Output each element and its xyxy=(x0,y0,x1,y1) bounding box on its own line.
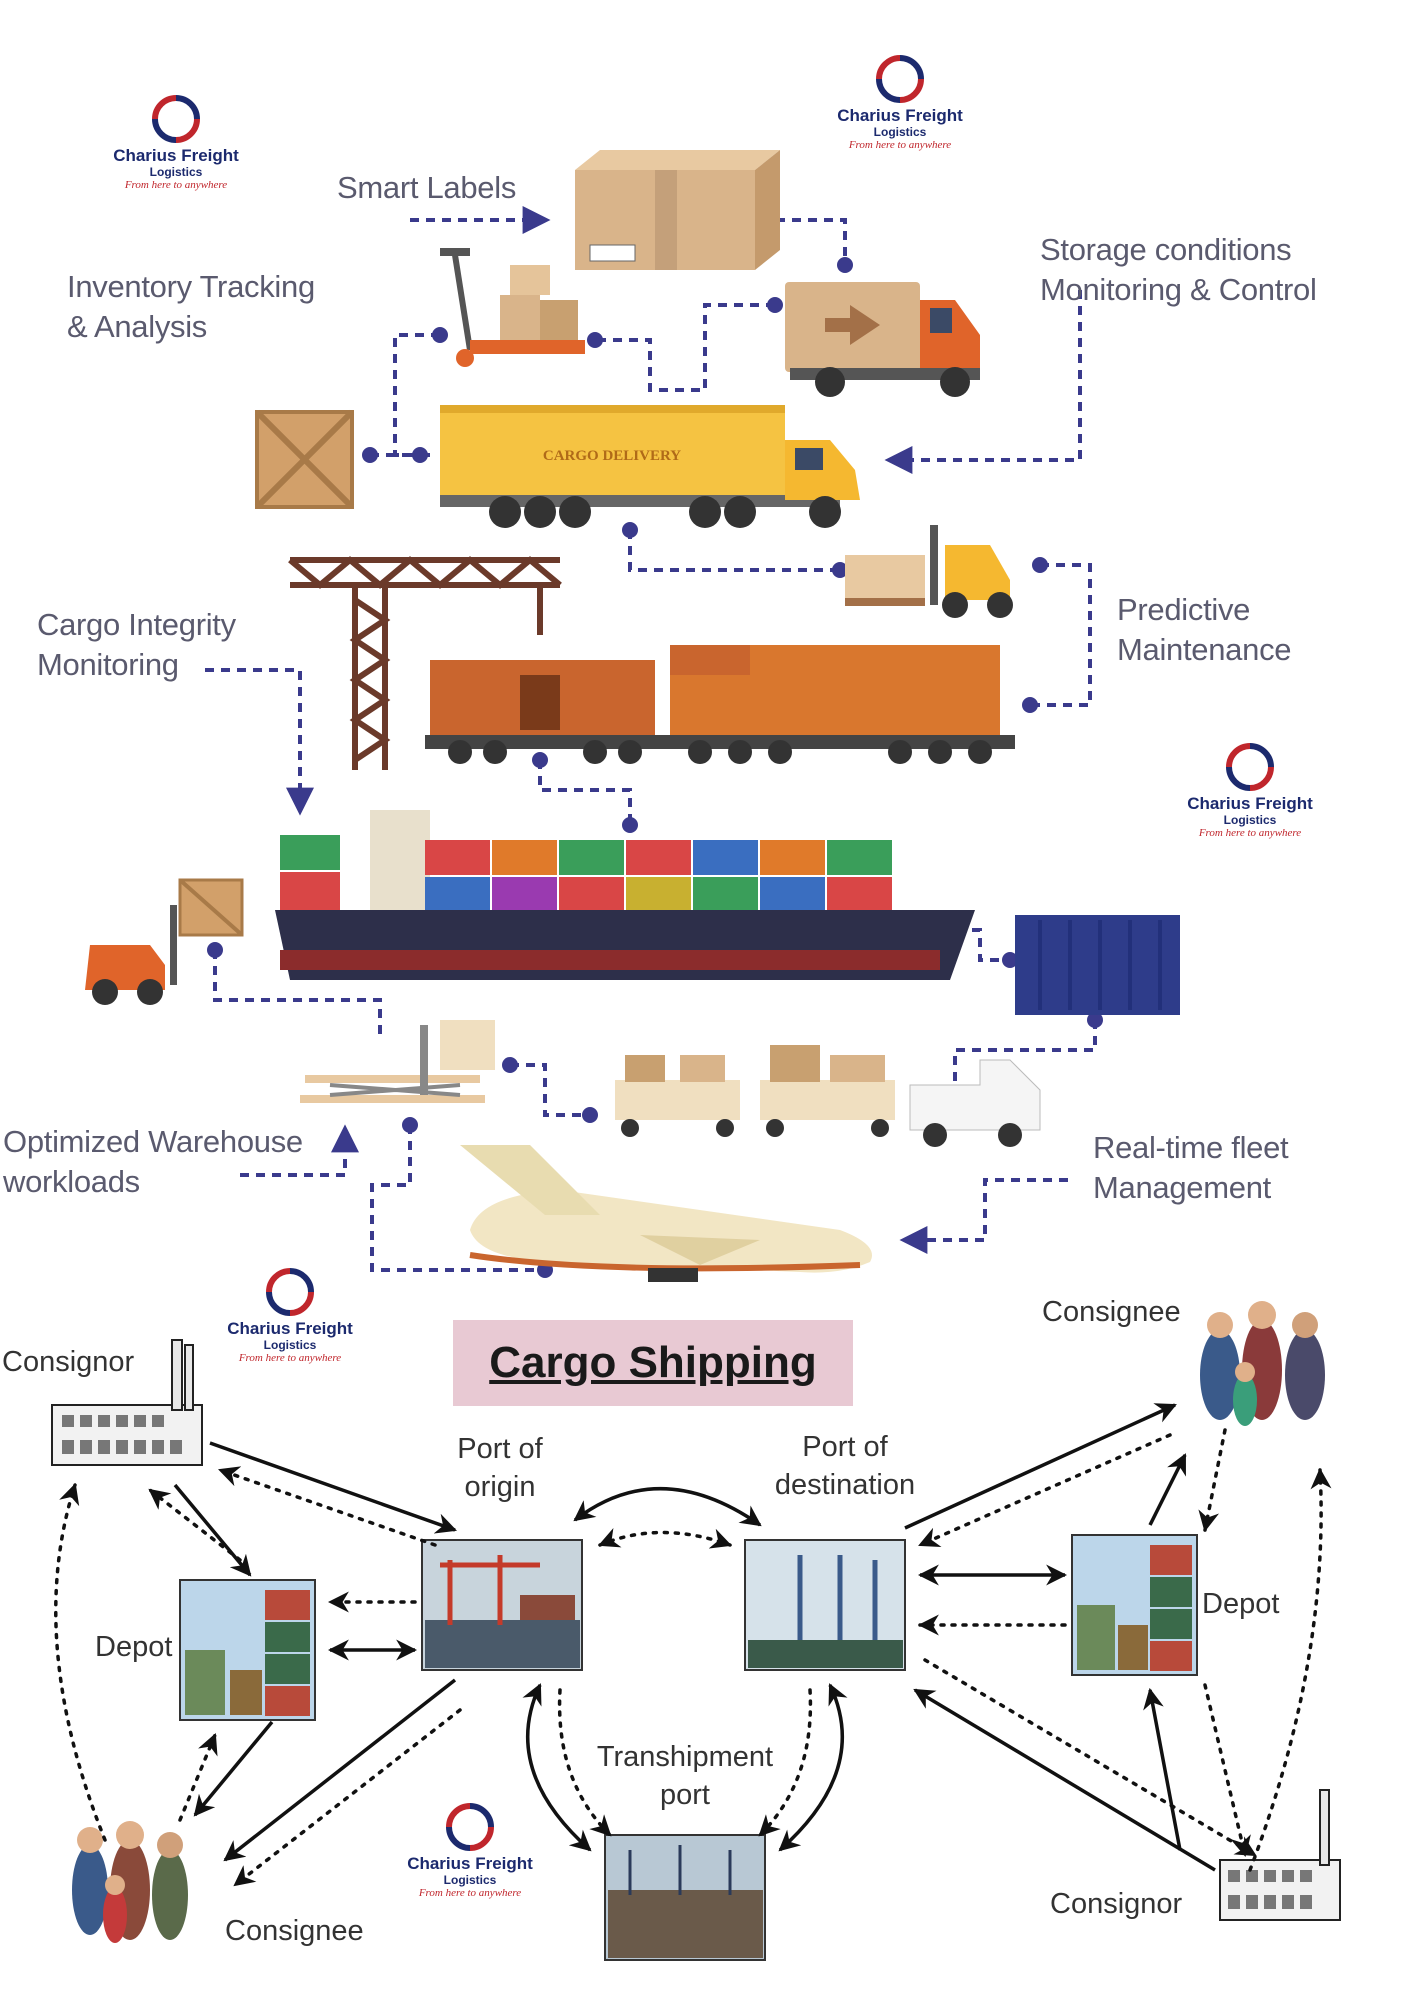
brand-logo-1: Charius Freight Logistics From here to a… xyxy=(91,92,261,192)
node-transhipment-port: Transhipment port xyxy=(596,1741,774,1811)
forklift-icon xyxy=(845,525,1013,618)
label-optimized-warehouse: Optimized Warehouse workloads xyxy=(3,1124,303,1199)
consignee-crowd-left-icon xyxy=(72,1821,188,1943)
brand-logo-5: Charius Freight Logistics From here to a… xyxy=(385,1800,555,1900)
shipping-flow-arrows xyxy=(173,1403,1216,1872)
forklift-crate-icon xyxy=(85,878,244,1005)
port-origin-photo xyxy=(421,1539,583,1671)
node-consignee-right: Consignee xyxy=(1042,1296,1181,1328)
delivery-truck-icon xyxy=(785,282,980,397)
truck-sign-text: CARGO DELIVERY xyxy=(543,448,681,464)
supply-chain-path xyxy=(205,206,1097,1272)
label-storage-conditions: Storage conditions Monitoring & Control xyxy=(1040,232,1317,307)
label-smart-labels: Smart Labels xyxy=(337,170,517,205)
brand-sub: Logistics xyxy=(263,1338,317,1352)
node-depot-right: Depot xyxy=(1202,1588,1280,1620)
page-title: Cargo Shipping xyxy=(489,1338,817,1387)
label-cargo-integrity: Cargo Integrity Monitoring xyxy=(37,607,236,682)
pallet-jack-icon xyxy=(440,248,585,367)
cargo-delivery-truck-icon: CARGO DELIVERY xyxy=(440,405,860,528)
node-consignor-left: Consignor xyxy=(2,1346,135,1378)
brand-name: Charius Freight xyxy=(227,1319,353,1338)
label-realtime-fleet: Real-time fleet Management xyxy=(1093,1130,1289,1205)
brand-sub: Logistics xyxy=(1223,813,1277,827)
brand-name: Charius Freight xyxy=(1187,794,1313,813)
brand-swirl-icon xyxy=(266,1268,314,1316)
node-port-destination: Port of destination xyxy=(774,1431,916,1501)
node-consignor-right: Consignor xyxy=(1050,1888,1183,1920)
brand-tagline: From here to anywhere xyxy=(124,179,228,191)
consignor-factory-right-icon xyxy=(1219,1789,1341,1921)
shipping-return-arrows xyxy=(54,1428,1332,1887)
transhipment-port-photo xyxy=(604,1834,766,1961)
gantry-crane-icon xyxy=(288,556,562,770)
depot-right-photo xyxy=(1071,1534,1198,1676)
node-consignee-left: Consignee xyxy=(225,1915,364,1947)
cargo-airplane-icon xyxy=(460,1145,872,1282)
node-depot-left: Depot xyxy=(95,1631,173,1663)
brand-name: Charius Freight xyxy=(407,1854,533,1873)
baggage-cart-train-icon xyxy=(615,1045,1041,1147)
brand-swirl-icon xyxy=(446,1803,494,1851)
shipping-container-icon xyxy=(1015,915,1180,1015)
brand-name: Charius Freight xyxy=(837,106,963,125)
brand-tagline: From here to anywhere xyxy=(238,1352,342,1364)
label-predictive-maintenance: Predictive Maintenance xyxy=(1117,592,1292,667)
brand-tagline: From here to anywhere xyxy=(418,1887,522,1899)
depot-left-photo xyxy=(179,1579,316,1721)
brand-logo-3: Charius Freight Logistics From here to a… xyxy=(1165,740,1335,840)
brand-sub: Logistics xyxy=(873,125,927,139)
freight-train-icon xyxy=(425,645,1015,764)
brand-sub: Logistics xyxy=(443,1873,497,1887)
brand-swirl-icon xyxy=(876,55,924,103)
wooden-crate-icon xyxy=(254,409,355,510)
brand-sub: Logistics xyxy=(149,165,203,179)
label-inventory-tracking: Inventory Tracking & Analysis xyxy=(67,269,315,344)
brand-tagline: From here to anywhere xyxy=(1198,827,1302,839)
node-port-origin: Port of origin xyxy=(457,1433,543,1503)
brand-logo-2: Charius Freight Logistics From here to a… xyxy=(815,52,985,152)
brand-tagline: From here to anywhere xyxy=(848,139,952,151)
port-destination-photo xyxy=(744,1539,906,1671)
brand-name: Charius Freight xyxy=(113,146,239,165)
container-ship-icon xyxy=(275,810,975,980)
consignee-crowd-right-icon xyxy=(1200,1301,1325,1426)
brand-logo-4: Charius Freight Logistics From here to a… xyxy=(205,1265,375,1365)
cargo-shipping-title-box: Cargo Shipping xyxy=(453,1320,853,1406)
cardboard-box-icon xyxy=(575,150,780,270)
brand-swirl-icon xyxy=(1226,743,1274,791)
brand-swirl-icon xyxy=(152,95,200,143)
consignor-factory-left-icon xyxy=(51,1339,203,1466)
warehouse-lift-icon xyxy=(300,1020,495,1103)
